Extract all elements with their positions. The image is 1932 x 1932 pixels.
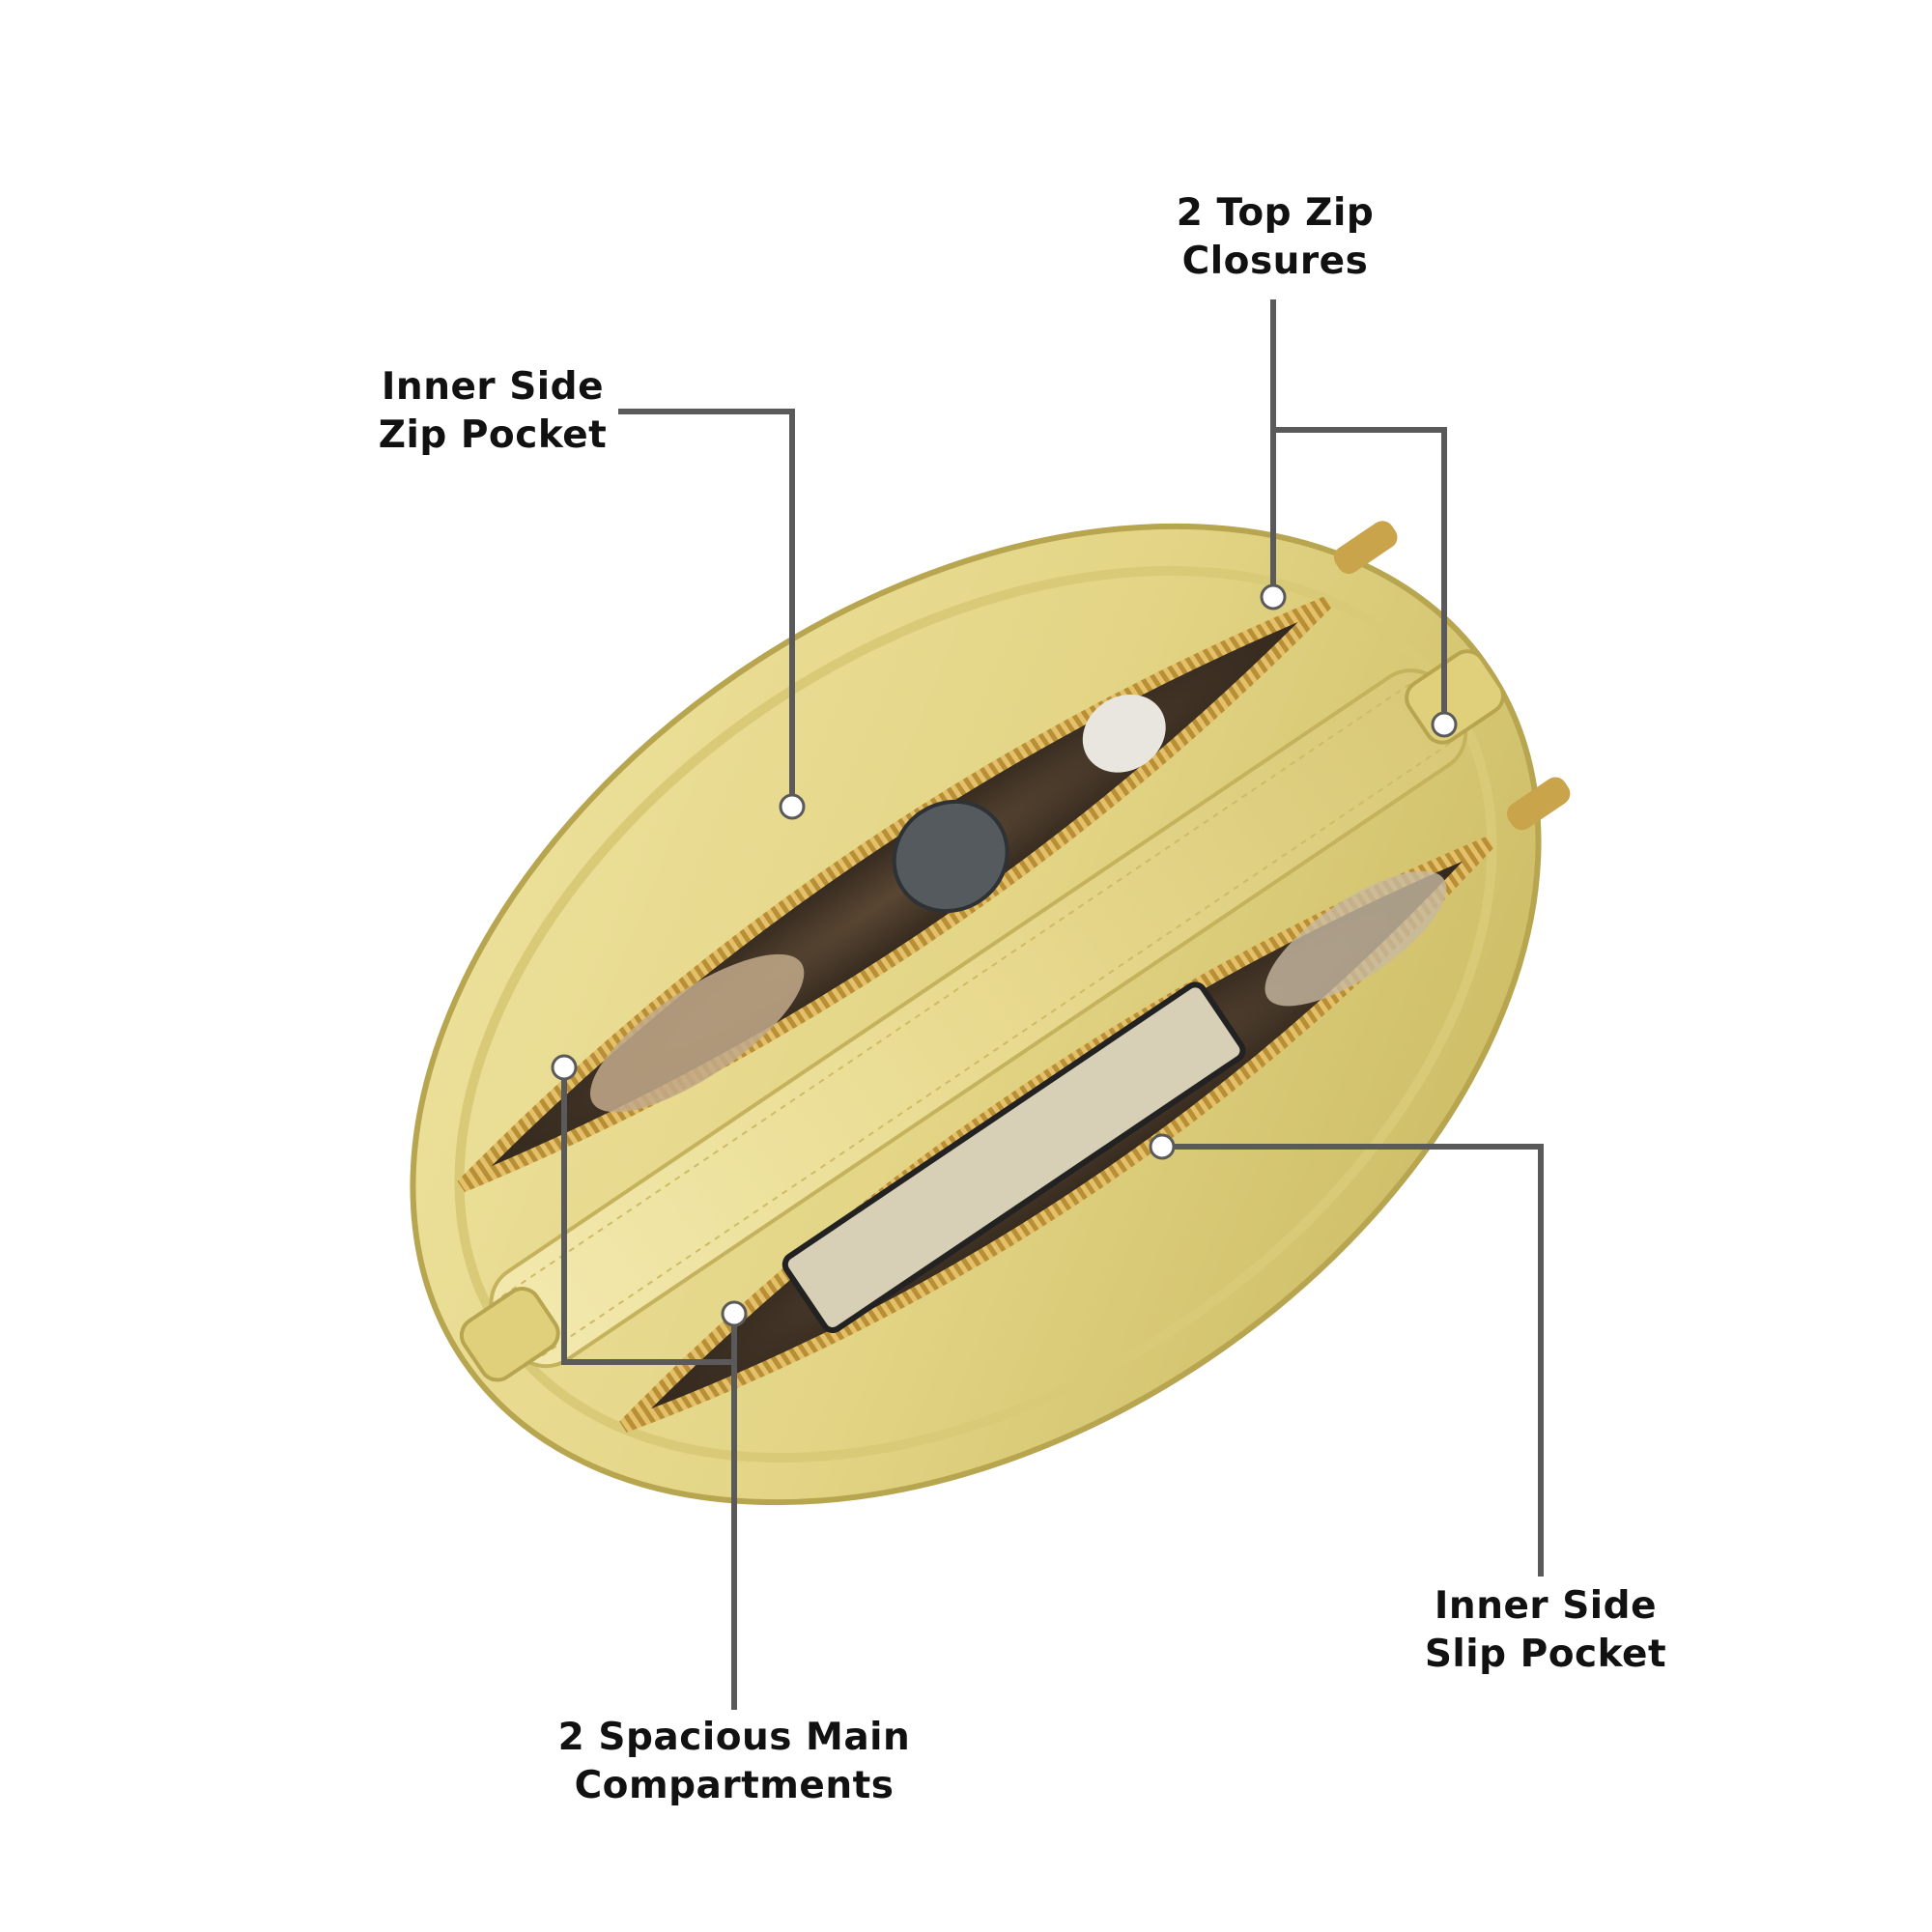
leader-line-main-compartments — [561, 1067, 737, 1710]
callout-main-line2: Compartments — [574, 1764, 895, 1807]
marker-dots — [551, 583, 1458, 1327]
callout-slip-pocket-line2: Slip Pocket — [1424, 1633, 1667, 1676]
callout-main-compartments: 2 Spacious Main Compartments — [522, 1714, 947, 1810]
callout-inner-side-slip-pocket: Inner Side Slip Pocket — [1391, 1582, 1700, 1679]
marker-dot-main-left — [551, 1054, 578, 1081]
marker-dot-top-zip-left — [1260, 583, 1287, 611]
callout-top-zip-closures: 2 Top Zip Closures — [1130, 189, 1420, 286]
marker-dot-main-right — [721, 1300, 748, 1327]
callout-zip-pocket-line2: Zip Pocket — [378, 413, 608, 457]
bag-contents-right — [781, 870, 1447, 1333]
callout-top-zip-line1: 2 Top Zip — [1176, 191, 1375, 235]
leader-line-slip-pocket — [1162, 1144, 1544, 1577]
callout-zip-pocket-line1: Inner Side — [381, 365, 605, 409]
callout-slip-pocket-line1: Inner Side — [1434, 1584, 1658, 1628]
bag-body — [410, 521, 1571, 1506]
leader-lines — [561, 299, 1544, 1710]
bag-contents-left — [589, 695, 1166, 1113]
callout-main-line1: 2 Spacious Main — [557, 1716, 911, 1759]
callout-inner-side-zip-pocket: Inner Side Zip Pocket — [348, 363, 638, 460]
leader-line-top-zip — [1270, 427, 1447, 724]
marker-dot-slip-pocket — [1149, 1133, 1176, 1160]
leader-line-zip-pocket — [618, 409, 795, 807]
zipper-pulls — [459, 521, 1571, 1382]
marker-dot-top-zip-right — [1431, 711, 1458, 738]
callout-top-zip-line2: Closures — [1181, 240, 1369, 283]
marker-dot-zip-pocket — [779, 793, 806, 820]
